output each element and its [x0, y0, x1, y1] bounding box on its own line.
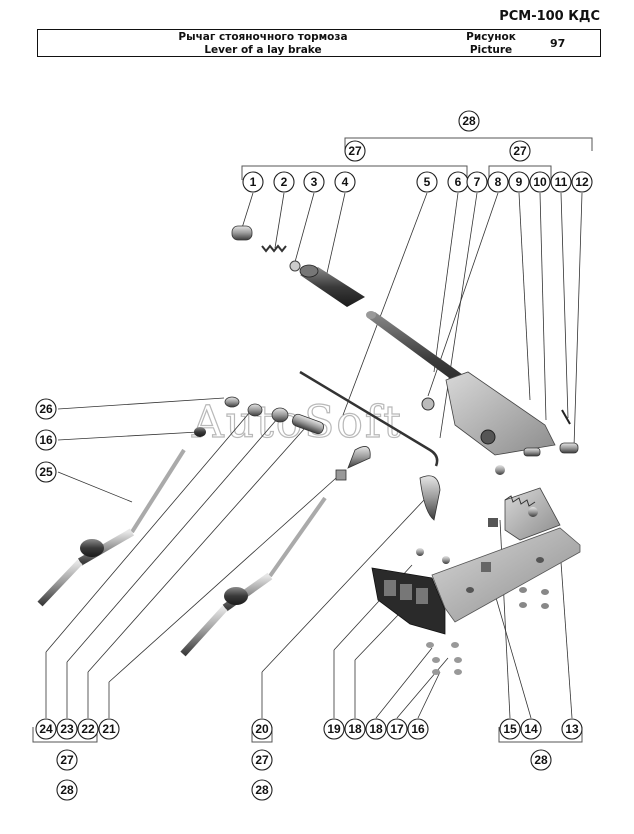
svg-text:17: 17 — [390, 722, 404, 736]
callout-21: 21 — [98, 718, 120, 740]
callout-2: 2 — [273, 171, 295, 193]
svg-text:27: 27 — [60, 753, 74, 767]
svg-text:4: 4 — [342, 175, 349, 189]
lever-handle-grip — [299, 264, 365, 307]
svg-text:20: 20 — [255, 722, 269, 736]
callout-28-bottom-mid: 28 — [251, 779, 273, 801]
model-code: РСМ-100 КДС — [499, 9, 600, 24]
callout-27-left: 27 — [344, 140, 366, 162]
callout-8: 8 — [487, 171, 509, 193]
svg-text:9: 9 — [516, 175, 523, 189]
svg-text:16: 16 — [411, 722, 425, 736]
title-english: Lever of a lay brake — [204, 44, 322, 56]
callout-10: 10 — [529, 171, 551, 193]
svg-text:8: 8 — [495, 175, 502, 189]
push-button — [231, 225, 253, 241]
picture-label-russian: Рисунок — [466, 31, 516, 43]
cable-lower — [180, 496, 327, 657]
callout-16-left: 16 — [35, 429, 57, 451]
callout-28-bottom-left: 28 — [56, 779, 78, 801]
callout-5: 5 — [416, 171, 438, 193]
svg-text:10: 10 — [533, 175, 547, 189]
svg-text:14: 14 — [524, 722, 538, 736]
svg-text:12: 12 — [575, 175, 589, 189]
title-box: Рычаг стояночного тормоза Lever of a lay… — [37, 29, 601, 57]
svg-text:23: 23 — [60, 722, 74, 736]
callout-22: 22 — [77, 718, 99, 740]
svg-text:11: 11 — [555, 175, 568, 189]
svg-text:15: 15 — [503, 722, 517, 736]
spring — [261, 244, 287, 253]
picture-label-english: Picture — [469, 44, 513, 56]
callout-3: 3 — [303, 171, 325, 193]
svg-text:7: 7 — [474, 175, 481, 189]
callout-15: 15 — [499, 718, 521, 740]
svg-text:27: 27 — [513, 144, 527, 158]
bolt-9 — [523, 447, 541, 457]
pin-12 — [559, 442, 579, 454]
callout-16-bottom: 16 — [407, 718, 429, 740]
callout-18-a: 18 — [344, 718, 366, 740]
svg-text:27: 27 — [255, 753, 269, 767]
svg-text:28: 28 — [534, 753, 548, 767]
cable-upper — [37, 448, 186, 607]
callout-11: 11 — [550, 171, 572, 193]
svg-text:25: 25 — [39, 465, 53, 479]
callout-26: 26 — [35, 398, 57, 420]
callout-24: 24 — [35, 718, 57, 740]
svg-text:28: 28 — [462, 114, 476, 128]
mount-bracket — [371, 567, 446, 635]
svg-text:26: 26 — [39, 402, 53, 416]
svg-text:6: 6 — [455, 175, 462, 189]
svg-text:28: 28 — [255, 783, 269, 797]
callout-17: 17 — [386, 718, 408, 740]
svg-text:13: 13 — [565, 722, 579, 736]
callout-4: 4 — [334, 171, 356, 193]
pawl — [419, 475, 441, 521]
callout-7: 7 — [466, 171, 488, 193]
callout-9: 9 — [508, 171, 530, 193]
callout-27-right: 27 — [509, 140, 531, 162]
callout-1: 1 — [242, 171, 264, 193]
svg-text:24: 24 — [39, 722, 53, 736]
ratchet-rod — [299, 370, 439, 467]
washer-8 — [421, 397, 435, 411]
callout-6: 6 — [447, 171, 469, 193]
svg-text:18: 18 — [369, 722, 383, 736]
washer-3 — [289, 260, 301, 272]
callout-14: 14 — [520, 718, 542, 740]
lever-bracket — [445, 371, 556, 456]
svg-text:22: 22 — [81, 722, 95, 736]
callout-28-top: 28 — [458, 110, 480, 132]
svg-text:19: 19 — [327, 722, 341, 736]
svg-text:28: 28 — [60, 783, 74, 797]
svg-text:1: 1 — [250, 175, 257, 189]
pin-11 — [561, 409, 571, 425]
svg-text:18: 18 — [348, 722, 362, 736]
callout-18-b: 18 — [365, 718, 387, 740]
svg-text:5: 5 — [424, 175, 431, 189]
callout-28-bottom-right: 28 — [530, 749, 552, 771]
svg-text:27: 27 — [348, 144, 362, 158]
fasteners-small — [416, 465, 549, 675]
svg-text:16: 16 — [39, 433, 53, 447]
svg-text:21: 21 — [102, 722, 116, 736]
picture-number: 97 — [550, 37, 566, 50]
callout-12: 12 — [571, 171, 593, 193]
callout-20: 20 — [251, 718, 273, 740]
base-plate — [431, 527, 581, 623]
callout-19: 19 — [323, 718, 345, 740]
callout-25: 25 — [35, 461, 57, 483]
svg-text:2: 2 — [281, 175, 288, 189]
callout-27-bottom-mid: 27 — [251, 749, 273, 771]
leader-lines — [45, 192, 583, 719]
cable-joint-parts — [194, 396, 371, 481]
title-russian: Рычаг стояночного тормоза — [178, 31, 348, 43]
callout-23: 23 — [56, 718, 78, 740]
callout-27-bottom-left: 27 — [56, 749, 78, 771]
callout-13: 13 — [561, 718, 583, 740]
svg-text:3: 3 — [311, 175, 318, 189]
